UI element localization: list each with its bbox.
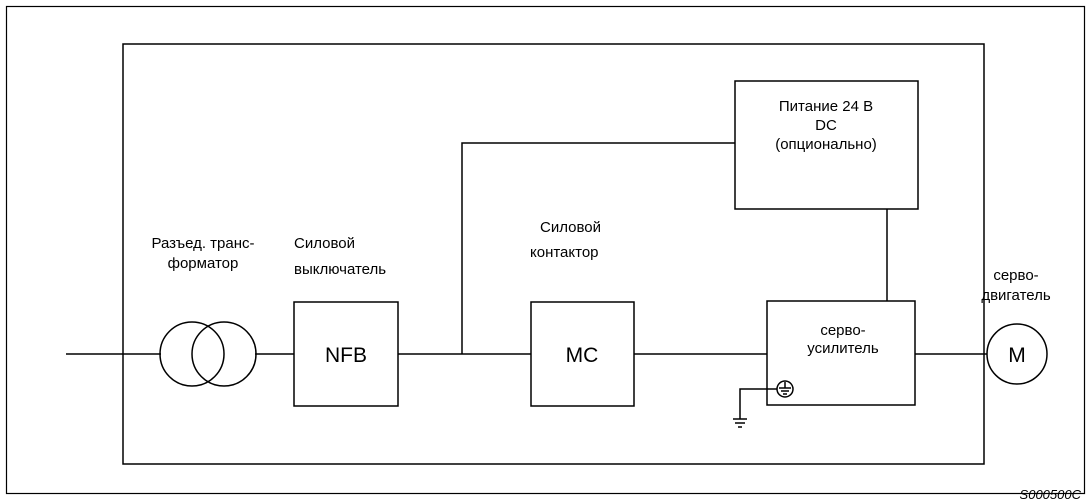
power-label-line1: Питание 24 В bbox=[779, 98, 873, 115]
transformer-caption-line2: форматор bbox=[168, 255, 239, 272]
power-supply-box bbox=[734, 80, 919, 210]
motor-caption-line2: двигатель bbox=[981, 287, 1051, 304]
transformer-caption-line1: Разъед. транс- bbox=[151, 235, 254, 252]
figure-code: S000500C bbox=[1020, 487, 1082, 502]
amplifier-label-line2: усилитель bbox=[807, 340, 879, 357]
motor-label: M bbox=[1008, 344, 1026, 367]
ground-icon bbox=[733, 380, 794, 428]
breaker-caption-line2: выключатель bbox=[294, 261, 386, 278]
nfb-label: NFB bbox=[325, 344, 367, 367]
mc-label: MC bbox=[566, 344, 599, 367]
page-frame bbox=[5, 5, 1086, 495]
transformer-coil-right bbox=[191, 321, 257, 387]
line-branch-power bbox=[461, 142, 735, 354]
transformer-coil-left bbox=[159, 321, 225, 387]
cabinet-frame bbox=[122, 43, 985, 465]
motor-caption-line1: серво- bbox=[993, 267, 1038, 284]
servo-motor-symbol bbox=[986, 323, 1048, 385]
contactor-caption-line2: контактор bbox=[530, 244, 599, 261]
contactor-caption-line1: Силовой bbox=[540, 219, 601, 236]
mc-box bbox=[530, 301, 635, 407]
servo-amplifier-box bbox=[766, 300, 916, 406]
nfb-box bbox=[293, 301, 399, 407]
breaker-caption-line1: Силовой bbox=[294, 235, 355, 252]
power-label-line2: DC bbox=[815, 117, 837, 134]
amplifier-label-line1: серво- bbox=[820, 322, 865, 339]
power-label-line3: (опционально) bbox=[775, 136, 877, 153]
